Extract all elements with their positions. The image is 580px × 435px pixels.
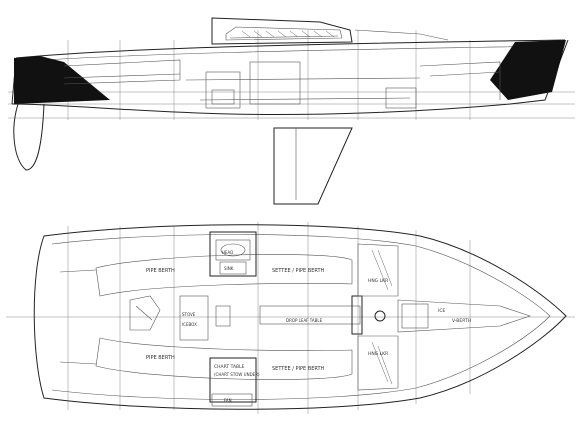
plan-hull-outline <box>33 224 567 410</box>
label-pipe-berth-port: PIPE BERTH <box>146 268 175 274</box>
label-pipe-berth-stbd: PIPE BERTH <box>146 355 175 361</box>
cabin-trunk <box>211 17 353 45</box>
mast-circle <box>374 310 386 322</box>
label-v-berth: V-BERTH <box>452 318 471 324</box>
label-chart-table: CHART TABLE <box>214 364 245 370</box>
stbd-locker <box>357 335 399 391</box>
label-head: HEAD <box>222 250 233 255</box>
stern-section <box>14 56 110 104</box>
v-berth <box>397 299 531 333</box>
plan-view: PIPE BERTH PIPE BERTH SETTEE / PIPE BERT… <box>6 222 575 414</box>
drop-leaf-table <box>259 305 361 325</box>
chart-table-block <box>209 357 257 403</box>
engine-block <box>385 87 417 109</box>
mast-step <box>351 295 363 335</box>
label-stove: STOVE <box>182 312 196 317</box>
galley-block <box>205 71 241 109</box>
head-compartment <box>209 231 257 277</box>
label-drop-leaf-table: DROP LEAF TABLE <box>286 318 323 323</box>
label-chart-table-note: (CHART STOW UNDER) <box>214 372 260 377</box>
label-hanging-locker-port: HNG LKR <box>368 278 388 284</box>
label-settee-stbd: SETTEE / PIPE BERTH <box>272 366 325 372</box>
label-settee-port: SETTEE / PIPE BERTH <box>272 268 325 274</box>
port-berth <box>95 254 353 297</box>
profile-view <box>8 17 575 205</box>
galley-counter <box>179 295 209 341</box>
cabin-port <box>225 26 343 41</box>
sheer-line <box>15 39 566 59</box>
stbd-berth <box>95 337 353 380</box>
label-fan: FAN <box>224 398 232 403</box>
label-icebox: ICEBOX <box>182 322 197 327</box>
hull-profile <box>11 39 569 116</box>
plan-stations <box>67 222 471 414</box>
bow-section <box>490 40 566 100</box>
companionway-steps <box>129 295 161 331</box>
rudder <box>13 103 45 171</box>
port-locker <box>357 243 399 297</box>
label-ice: ICE <box>438 308 445 314</box>
keel <box>273 127 353 205</box>
label-sink: SINK <box>224 266 234 271</box>
label-hanging-locker-stbd: HNG LKR <box>368 351 388 357</box>
